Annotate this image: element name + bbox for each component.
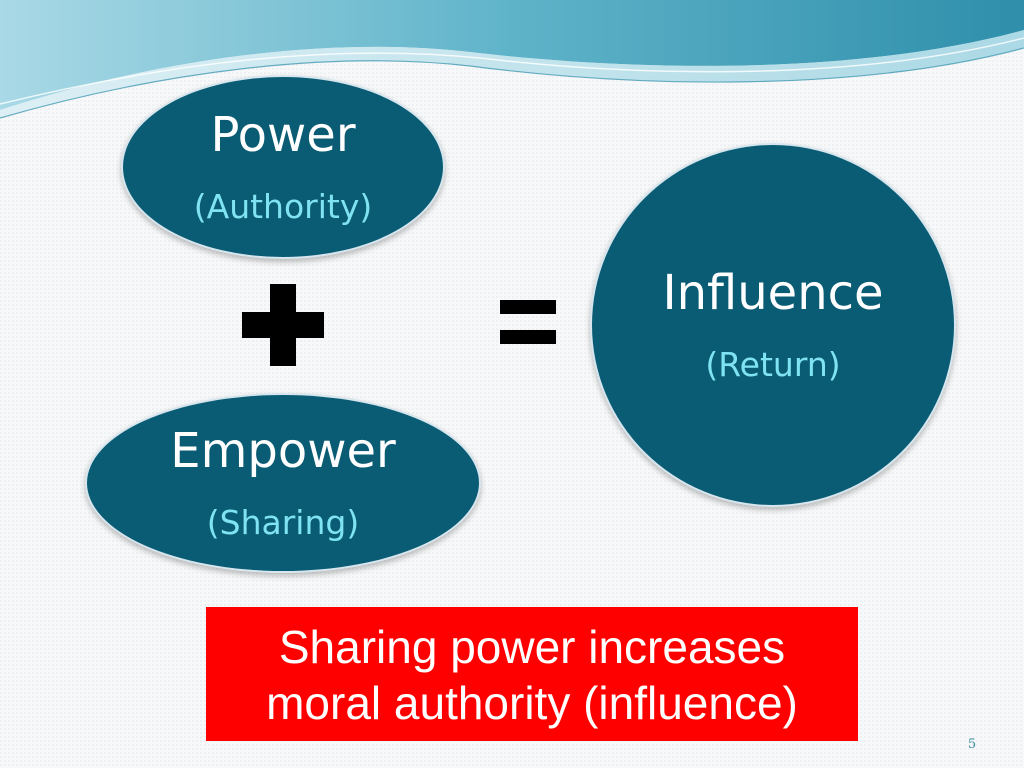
conclusion-callout: Sharing power increases moral authority … — [206, 607, 858, 741]
influence-node: Influence (Return) — [590, 143, 956, 507]
influence-sublabel: (Return) — [705, 345, 841, 384]
callout-line-1: Sharing power increases — [278, 621, 786, 673]
slide-number: 5 — [967, 737, 977, 752]
callout-line-2: moral authority (influence) — [266, 677, 798, 729]
empower-label: Empower — [170, 423, 396, 479]
empower-node: Empower (Sharing) — [85, 393, 481, 573]
plus-icon — [242, 284, 324, 366]
equals-icon — [500, 300, 556, 344]
power-node: Power (Authority) — [121, 75, 445, 259]
power-sublabel: (Authority) — [193, 187, 373, 226]
influence-label: Influence — [662, 265, 884, 321]
power-label: Power — [210, 107, 356, 163]
header-wave-decoration — [0, 0, 1024, 119]
empower-sublabel: (Sharing) — [206, 503, 360, 542]
